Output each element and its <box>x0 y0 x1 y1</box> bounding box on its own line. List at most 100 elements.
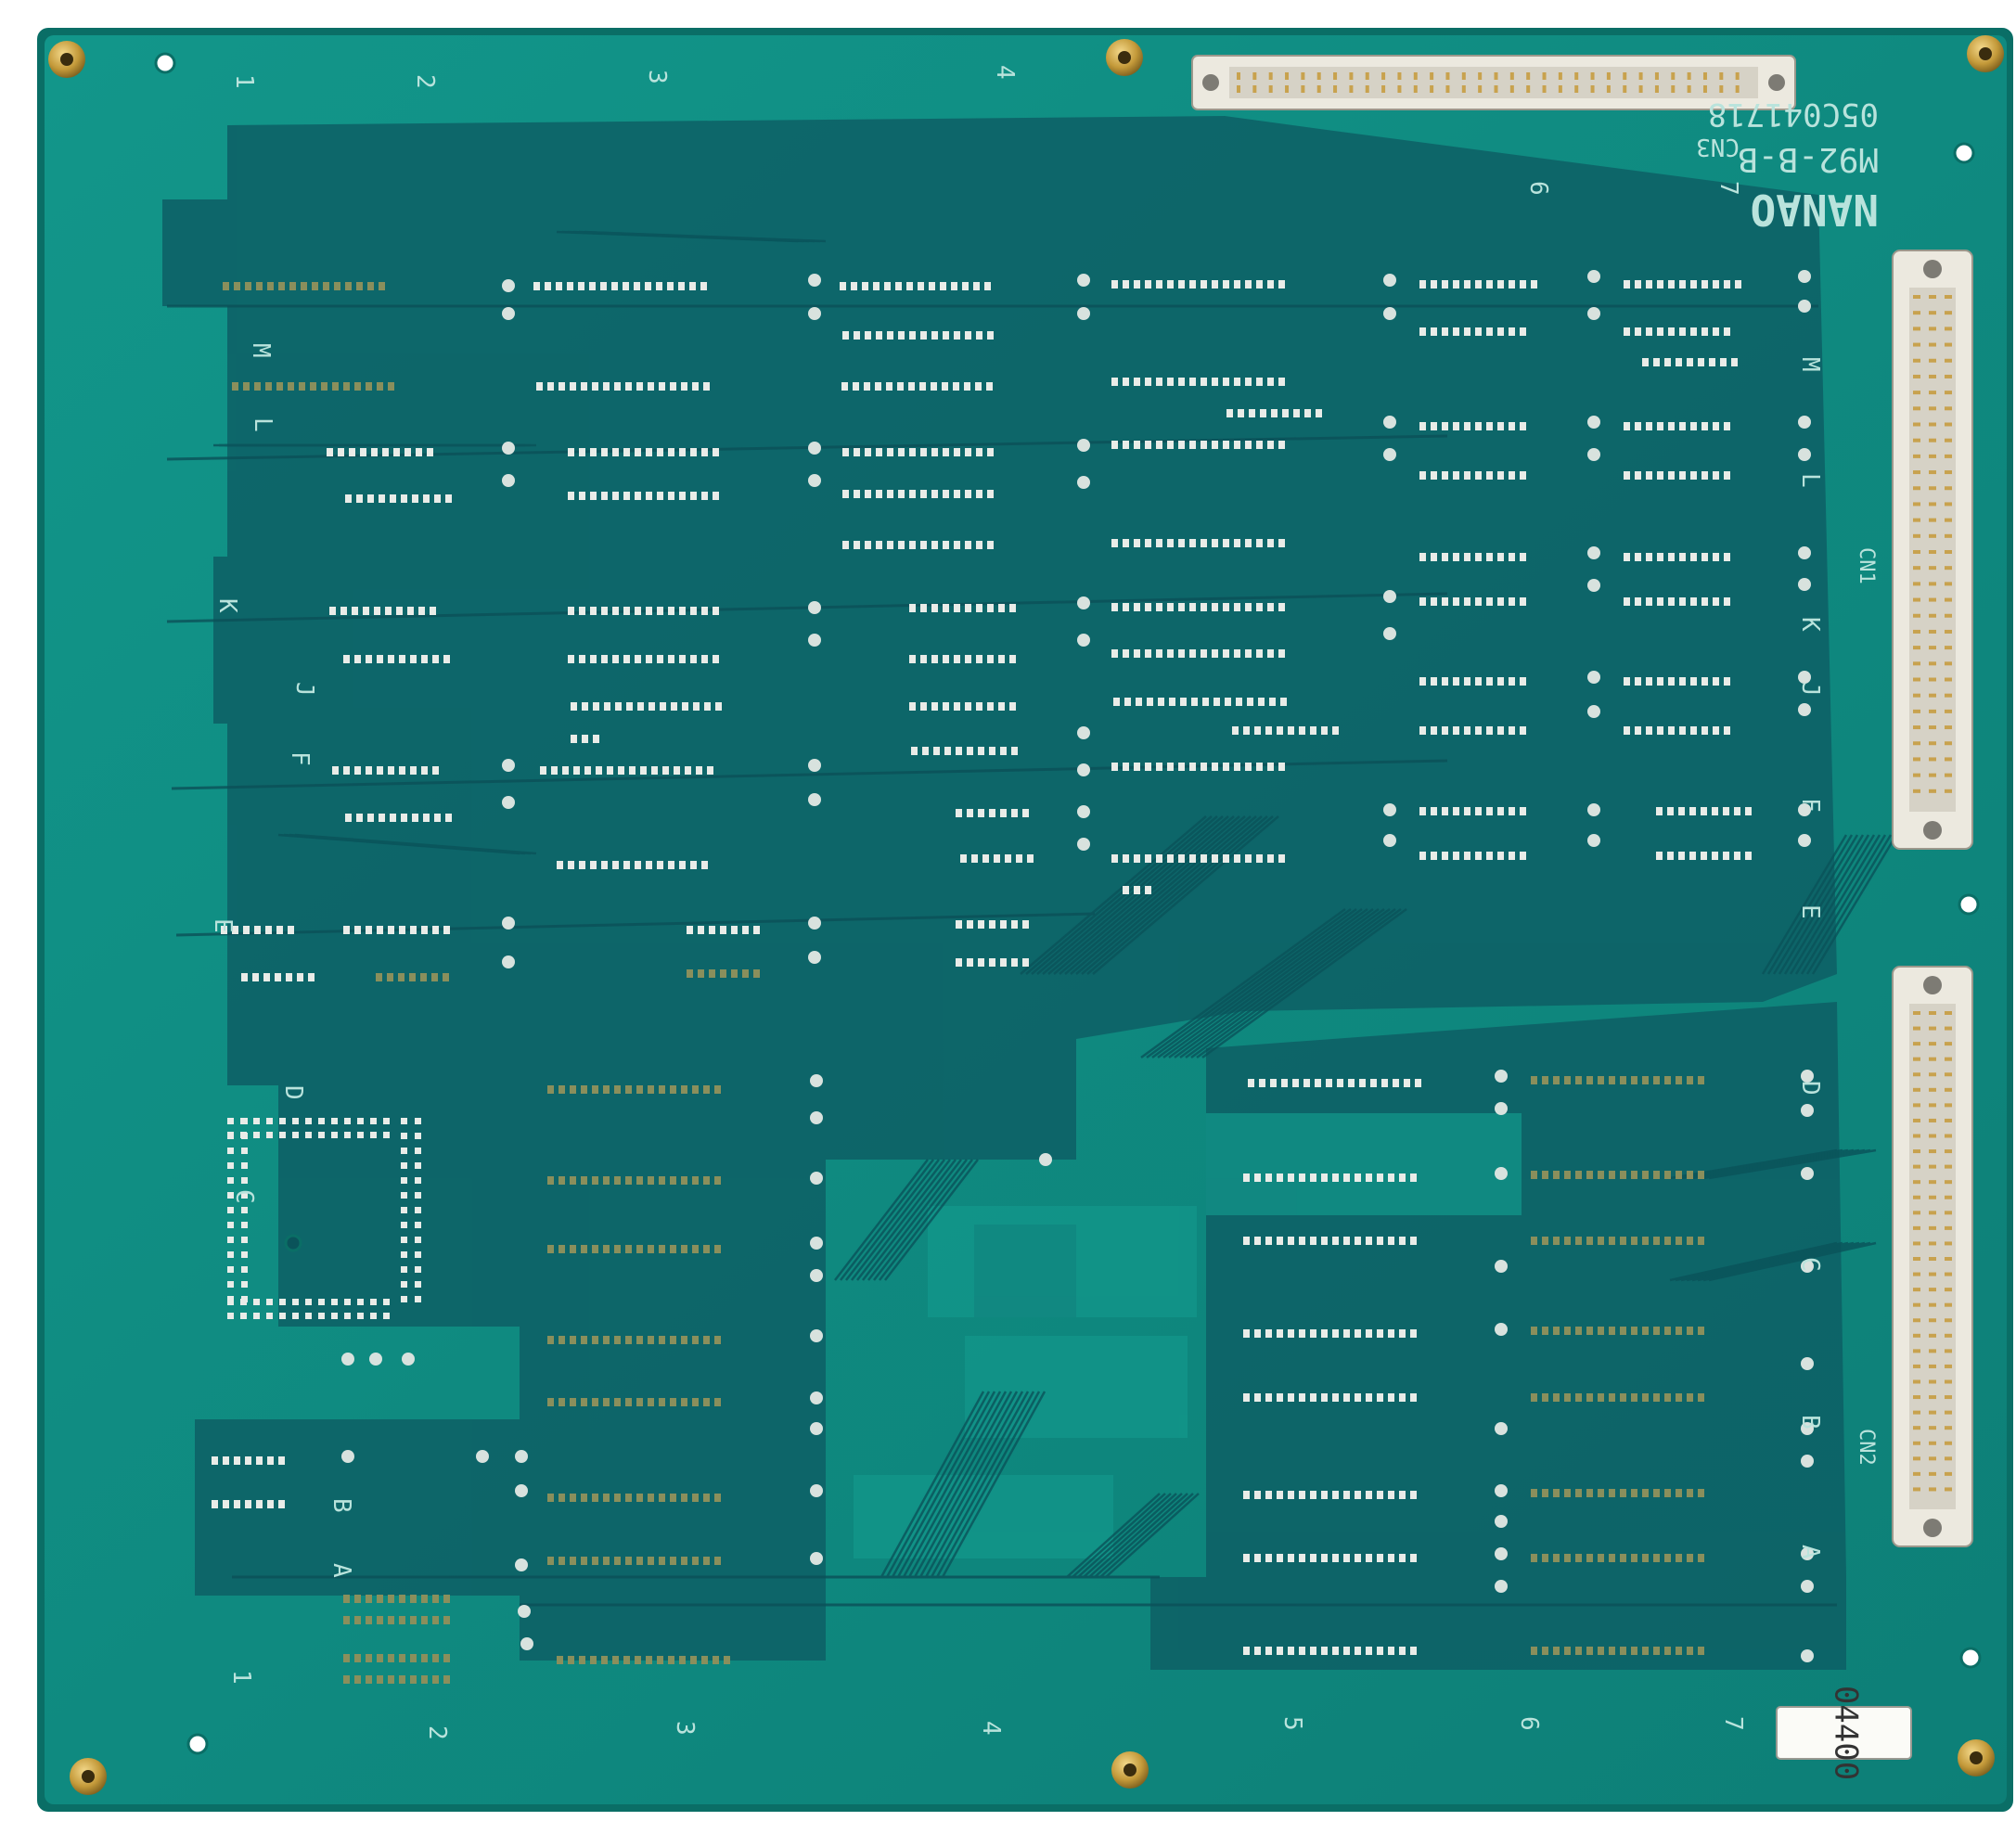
ic-pad-row <box>540 766 713 775</box>
ic-pad-row <box>1111 539 1285 547</box>
via <box>810 1111 823 1124</box>
ic-pad-row <box>557 1656 730 1664</box>
grid-label: 1 <box>227 1670 255 1685</box>
via <box>1077 307 1090 320</box>
standoffs <box>48 35 2004 1795</box>
via <box>515 1450 528 1463</box>
ic-pad-row <box>547 1494 721 1502</box>
grid-label: B <box>1796 1415 1824 1430</box>
ic-pad-row <box>343 1675 450 1684</box>
ic-pad-row <box>571 702 722 711</box>
ic-pad-row <box>911 747 1018 755</box>
ic-pad-row <box>1624 471 1730 480</box>
via <box>1495 1547 1508 1560</box>
solder-pads <box>212 280 1752 1684</box>
ic-pad-row <box>909 702 1016 711</box>
ic-pad-row <box>1531 1327 1704 1335</box>
via <box>1587 448 1600 461</box>
ic-pad-row <box>1111 378 1285 386</box>
via <box>1798 803 1811 816</box>
cn2-label: CN2 <box>1855 1429 1878 1466</box>
ic-pad-row <box>547 1336 721 1344</box>
grid-label: M <box>247 343 275 358</box>
ic-pad-row <box>909 655 1016 663</box>
via <box>1587 834 1600 847</box>
via <box>808 759 821 772</box>
via <box>1039 1153 1052 1166</box>
via <box>502 759 515 772</box>
via <box>341 1450 354 1463</box>
via <box>1587 546 1600 559</box>
ic-pad-row <box>1243 1647 1417 1655</box>
grid-label: K <box>213 598 241 613</box>
grid-label: 2 <box>411 74 439 89</box>
grid-label: K <box>1796 617 1824 632</box>
via <box>1587 705 1600 718</box>
via <box>1801 1070 1814 1083</box>
ic-pad-row <box>1111 854 1285 863</box>
ic-pad-row <box>1419 471 1526 480</box>
via <box>1587 270 1600 283</box>
grid-label: 1 <box>230 74 258 89</box>
ic-pad-row <box>687 969 760 978</box>
part-number-label: 05C041718 <box>1708 96 1879 133</box>
ic-pad-row <box>1624 726 1730 735</box>
ic-pad-row <box>1243 1393 1417 1402</box>
column-label: 7 <box>1714 181 1742 196</box>
ic-pad-row <box>345 494 452 503</box>
ic-pad-row <box>1624 422 1730 430</box>
ic-pad-row <box>1419 553 1526 561</box>
via <box>502 442 515 455</box>
standoff-icon <box>1106 39 1143 76</box>
via <box>808 917 821 930</box>
ic-pad-row <box>1243 1554 1417 1562</box>
via <box>810 1391 823 1404</box>
ic-pad-row <box>1111 763 1285 771</box>
ic-pad-row <box>909 604 1016 612</box>
via <box>1798 416 1811 429</box>
via <box>1495 1422 1508 1435</box>
ic-pad-row <box>842 331 994 340</box>
ic-pad-row <box>212 1456 285 1465</box>
ic-pad-row <box>547 1245 721 1253</box>
ic-pad-row <box>1243 1329 1417 1338</box>
ic-pad-row <box>1531 1237 1704 1245</box>
via <box>402 1353 415 1366</box>
via <box>1801 1422 1814 1435</box>
ic-pad-row <box>960 854 1034 863</box>
via <box>1383 274 1396 287</box>
model-label: M92-B-B <box>1738 140 1879 178</box>
ic-pad-row <box>1243 1173 1417 1182</box>
ic-pad-row <box>568 655 719 663</box>
ic-pad-row <box>1624 597 1730 606</box>
via <box>1798 546 1811 559</box>
ic-pad-row <box>1111 441 1285 449</box>
ic-pad-row <box>1419 726 1526 735</box>
ic-pad-row <box>1531 1393 1704 1402</box>
via <box>502 474 515 487</box>
via <box>1495 1070 1508 1083</box>
ic-pad-row <box>1531 1076 1704 1084</box>
serial-sticker: 04400 <box>1776 1686 1912 1780</box>
via <box>502 307 515 320</box>
ic-pad-row <box>568 492 719 500</box>
ic-pad-row <box>1226 409 1322 417</box>
via <box>515 1484 528 1497</box>
standoff-icon <box>48 41 85 78</box>
via <box>1587 671 1600 684</box>
connector-pins <box>1913 295 1952 793</box>
ic-pad-row <box>1248 1079 1421 1087</box>
grid-label: 3 <box>671 1721 699 1736</box>
via <box>502 955 515 968</box>
cn3-label: CN3 <box>1696 133 1740 160</box>
ic-pad-row <box>547 1557 721 1565</box>
ic-pad-row <box>1111 603 1285 611</box>
via <box>1801 1455 1814 1468</box>
ic-pad-row <box>1419 597 1526 606</box>
ic-pad-row <box>1123 886 1151 894</box>
via <box>810 1422 823 1435</box>
ic-pad-row <box>221 926 294 934</box>
via <box>1383 590 1396 603</box>
